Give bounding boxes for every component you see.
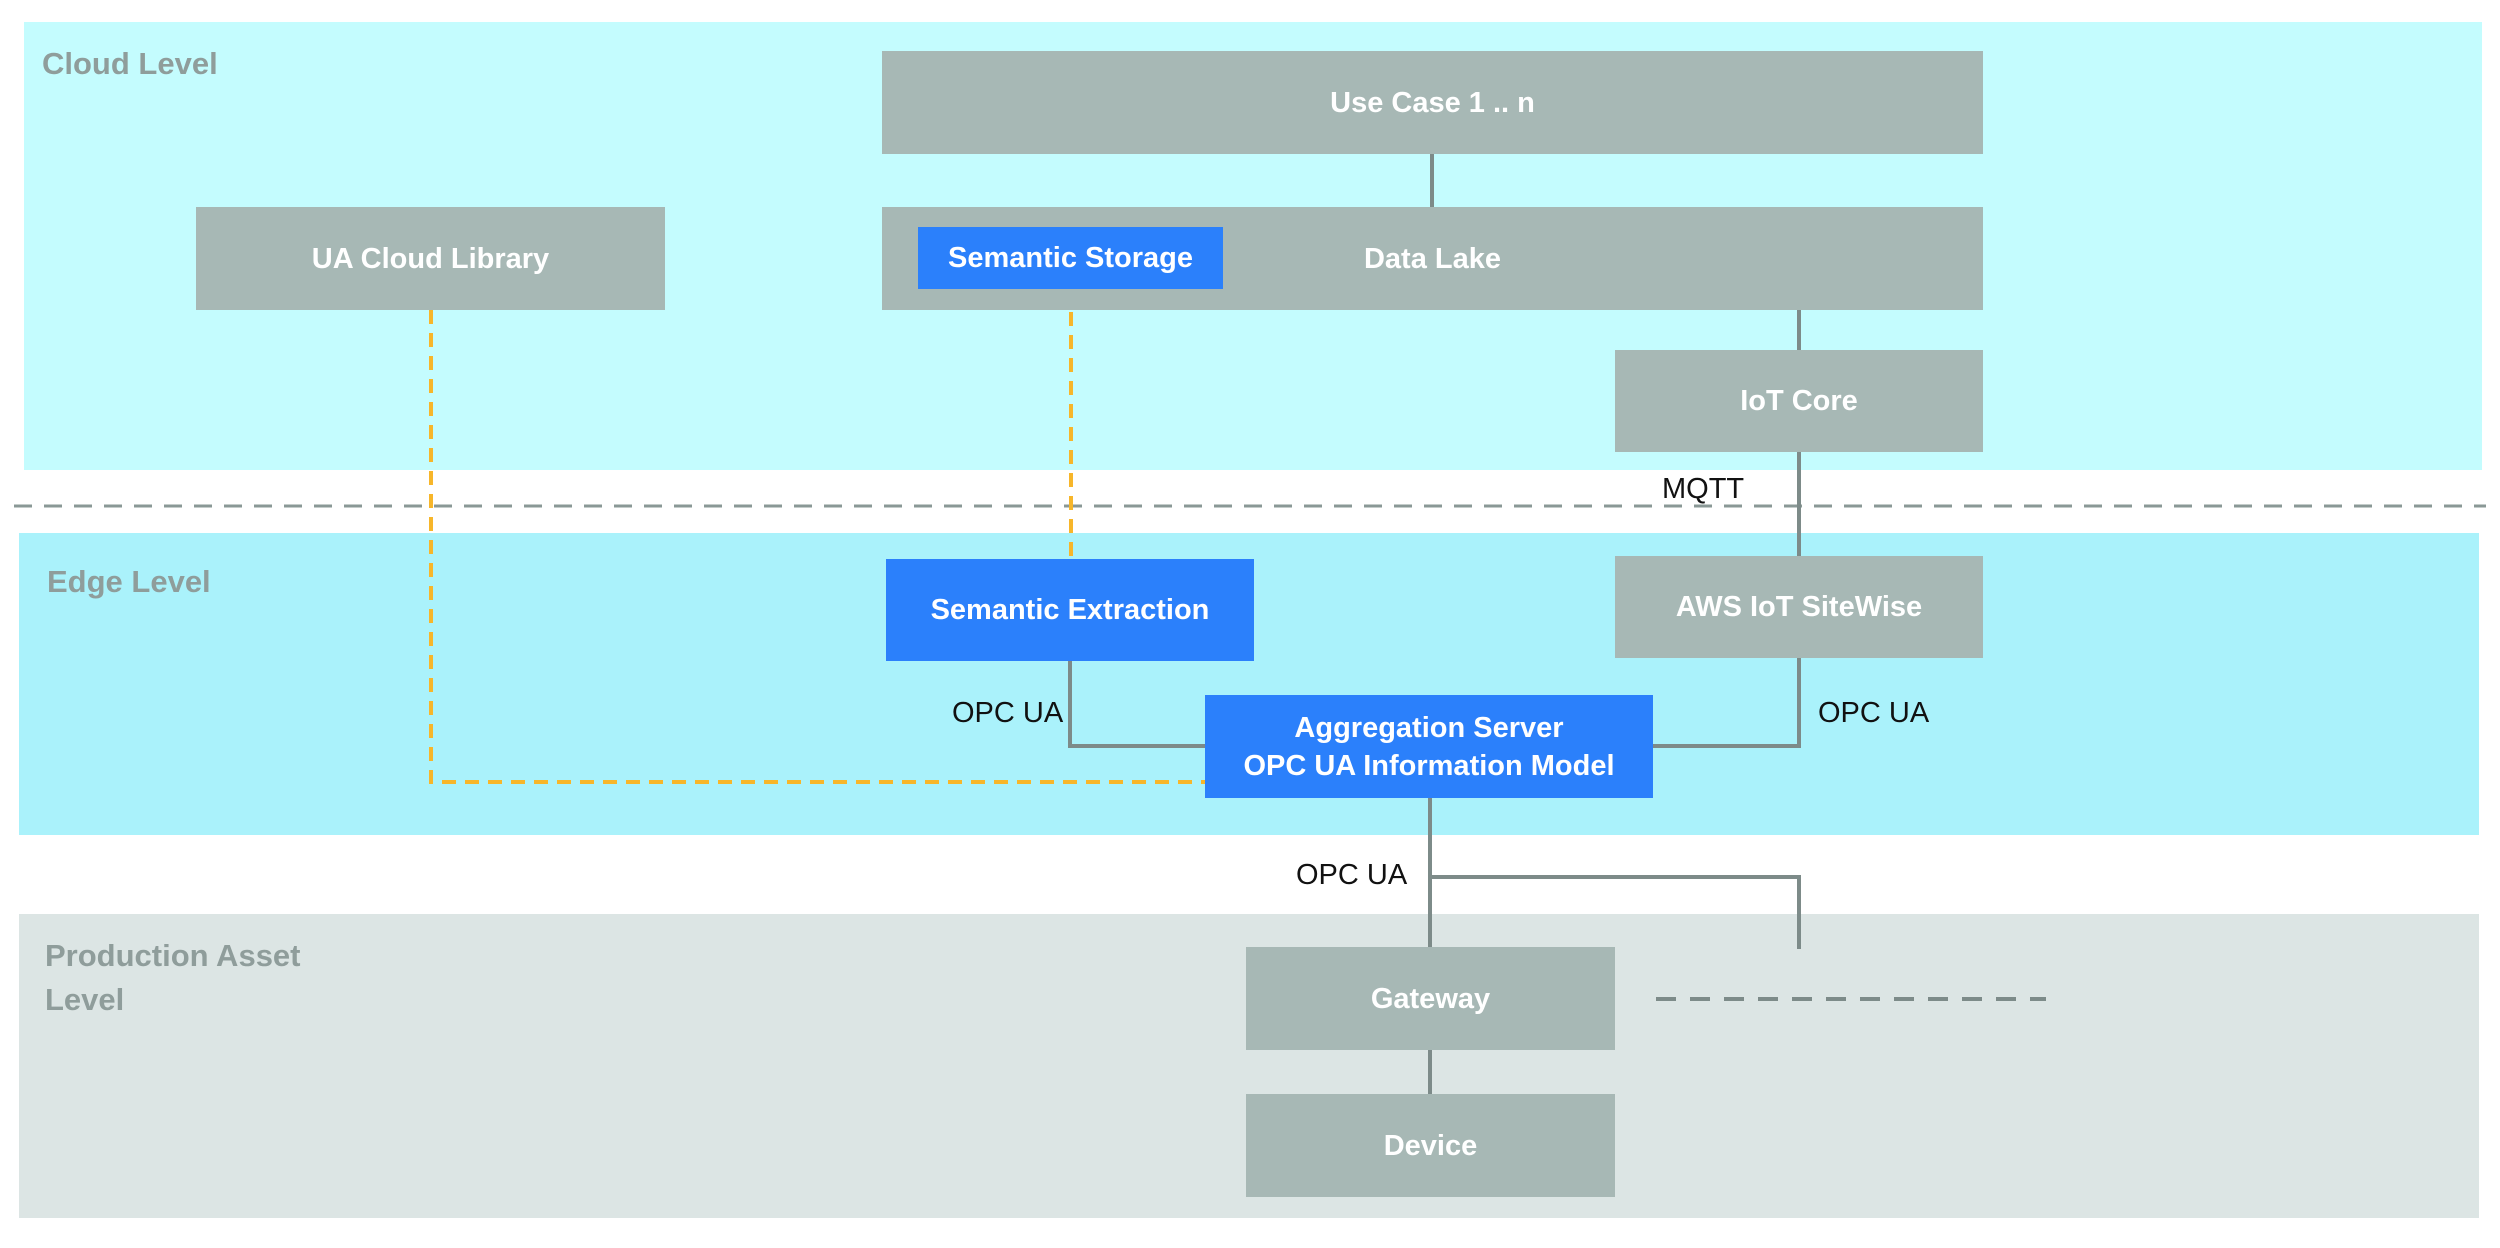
aws-iot-sitewise-box: AWS IoT SiteWise <box>1615 556 1983 658</box>
semantic-extraction-box: Semantic Extraction <box>886 559 1254 661</box>
aggregation-server-box: Aggregation Server OPC UA Information Mo… <box>1205 695 1653 798</box>
opc-ua-bottom-label: OPC UA <box>1296 859 1408 891</box>
aggregation-server-label: Aggregation Server <box>1294 711 1564 744</box>
information-model-label: OPC UA Information Model <box>1243 749 1615 782</box>
use-case-label: Use Case 1 .. n <box>1330 86 1535 119</box>
semantic-storage-label: Semantic Storage <box>948 242 1193 274</box>
ua-cloud-library-box: UA Cloud Library <box>196 207 665 310</box>
production-asset-level-label: Production Asset Level <box>45 938 301 1017</box>
gateway-label: Gateway <box>1370 982 1491 1015</box>
mqtt-label: MQTT <box>1662 473 1745 505</box>
iot-core-label: IoT Core <box>1740 385 1858 417</box>
opc-ua-right-label: OPC UA <box>1818 697 1930 729</box>
cloud-level-label: Cloud Level <box>42 46 218 81</box>
semantic-storage-box: Semantic Storage <box>918 227 1223 289</box>
data-lake-label: Data Lake <box>1363 242 1501 275</box>
device-label: Device <box>1383 1129 1478 1162</box>
device-box: Device <box>1246 1094 1615 1197</box>
use-case-box: Use Case 1 .. n <box>882 51 1983 154</box>
opc-ua-left-label: OPC UA <box>952 697 1064 729</box>
data-lake-box: Data Lake <box>882 207 1983 310</box>
gateway-box: Gateway <box>1246 947 1615 1050</box>
aws-iot-sitewise-label: AWS IoT SiteWise <box>1675 591 1923 623</box>
ua-cloud-library-label: UA Cloud Library <box>311 242 550 275</box>
edge-level-label: Edge Level <box>47 564 211 599</box>
iot-core-box: IoT Core <box>1615 350 1983 452</box>
semantic-extraction-label: Semantic Extraction <box>930 594 1210 626</box>
